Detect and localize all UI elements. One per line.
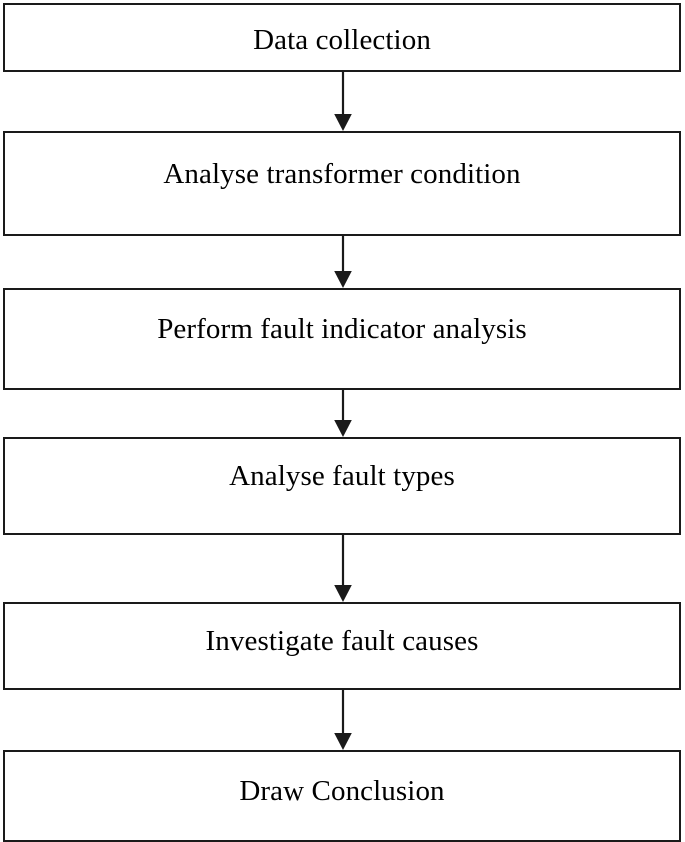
flowchart-node-label: Draw Conclusion: [239, 775, 445, 807]
flowchart-arrow-down-icon: [333, 535, 353, 602]
flowchart-arrow-down-icon: [333, 236, 353, 288]
flowchart-arrow-down-icon: [333, 390, 353, 437]
flowchart-node-data-collection[interactable]: Data collection: [3, 3, 681, 72]
flowchart-node-label: Data collection: [253, 24, 431, 56]
flowchart-node-investigate-fault-causes[interactable]: Investigate fault causes: [3, 602, 681, 690]
flowchart-node-perform-fault-indicator-analysis[interactable]: Perform fault indicator analysis: [3, 288, 681, 390]
flowchart-node-label: Investigate fault causes: [205, 625, 479, 657]
flowchart-arrow-down-icon: [333, 72, 353, 131]
flowchart-node-label: Perform fault indicator analysis: [157, 313, 527, 345]
flowchart-node-analyse-fault-types[interactable]: Analyse fault types: [3, 437, 681, 535]
flowchart-node-draw-conclusion[interactable]: Draw Conclusion: [3, 750, 681, 842]
flowchart-node-analyse-transformer-condition[interactable]: Analyse transformer condition: [3, 131, 681, 236]
flowchart-node-label: Analyse transformer condition: [163, 158, 521, 190]
flowchart-node-label: Analyse fault types: [229, 460, 455, 492]
flowchart-arrow-down-icon: [333, 690, 353, 750]
